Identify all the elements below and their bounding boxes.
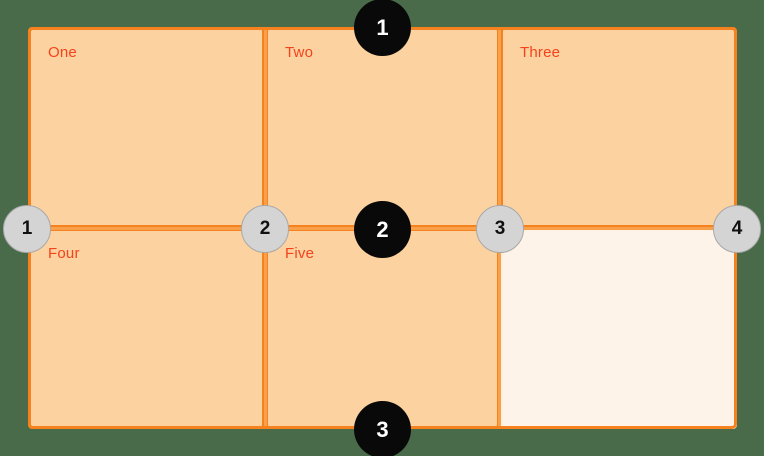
column-handle-label: 3 [494, 218, 506, 239]
grid-cell-label: Five [285, 245, 315, 262]
column-handle-label: 2 [259, 218, 271, 239]
grid-cell-label: Two [285, 44, 314, 61]
grid-cell-three[interactable]: Three [500, 27, 737, 228]
column-handle-label: 4 [731, 218, 743, 239]
row-handle-3[interactable]: 3 [354, 401, 411, 456]
row-handle-2[interactable]: 2 [354, 201, 411, 258]
column-handle-1[interactable]: 1 [3, 205, 51, 253]
grid-container: One Two Three Four Five [28, 27, 737, 429]
grid-cell-five[interactable]: Five [265, 228, 500, 429]
column-handle-label: 1 [21, 218, 33, 239]
grid-cell-empty[interactable] [500, 228, 737, 429]
column-handle-4[interactable]: 4 [713, 205, 761, 253]
row-handle-label: 1 [376, 14, 389, 40]
column-handle-2[interactable]: 2 [241, 205, 289, 253]
grid-cell-four[interactable]: Four [28, 228, 265, 429]
grid-cell-label: One [48, 44, 77, 61]
grid-cell-label: Four [48, 245, 80, 262]
column-handle-3[interactable]: 3 [476, 205, 524, 253]
row-handle-label: 3 [376, 416, 389, 442]
row-handle-label: 2 [376, 216, 389, 242]
grid-cell-one[interactable]: One [28, 27, 265, 228]
grid-cell-label: Three [520, 44, 561, 61]
row-handle-1[interactable]: 1 [354, 0, 411, 56]
grid-cell-two[interactable]: Two [265, 27, 500, 228]
